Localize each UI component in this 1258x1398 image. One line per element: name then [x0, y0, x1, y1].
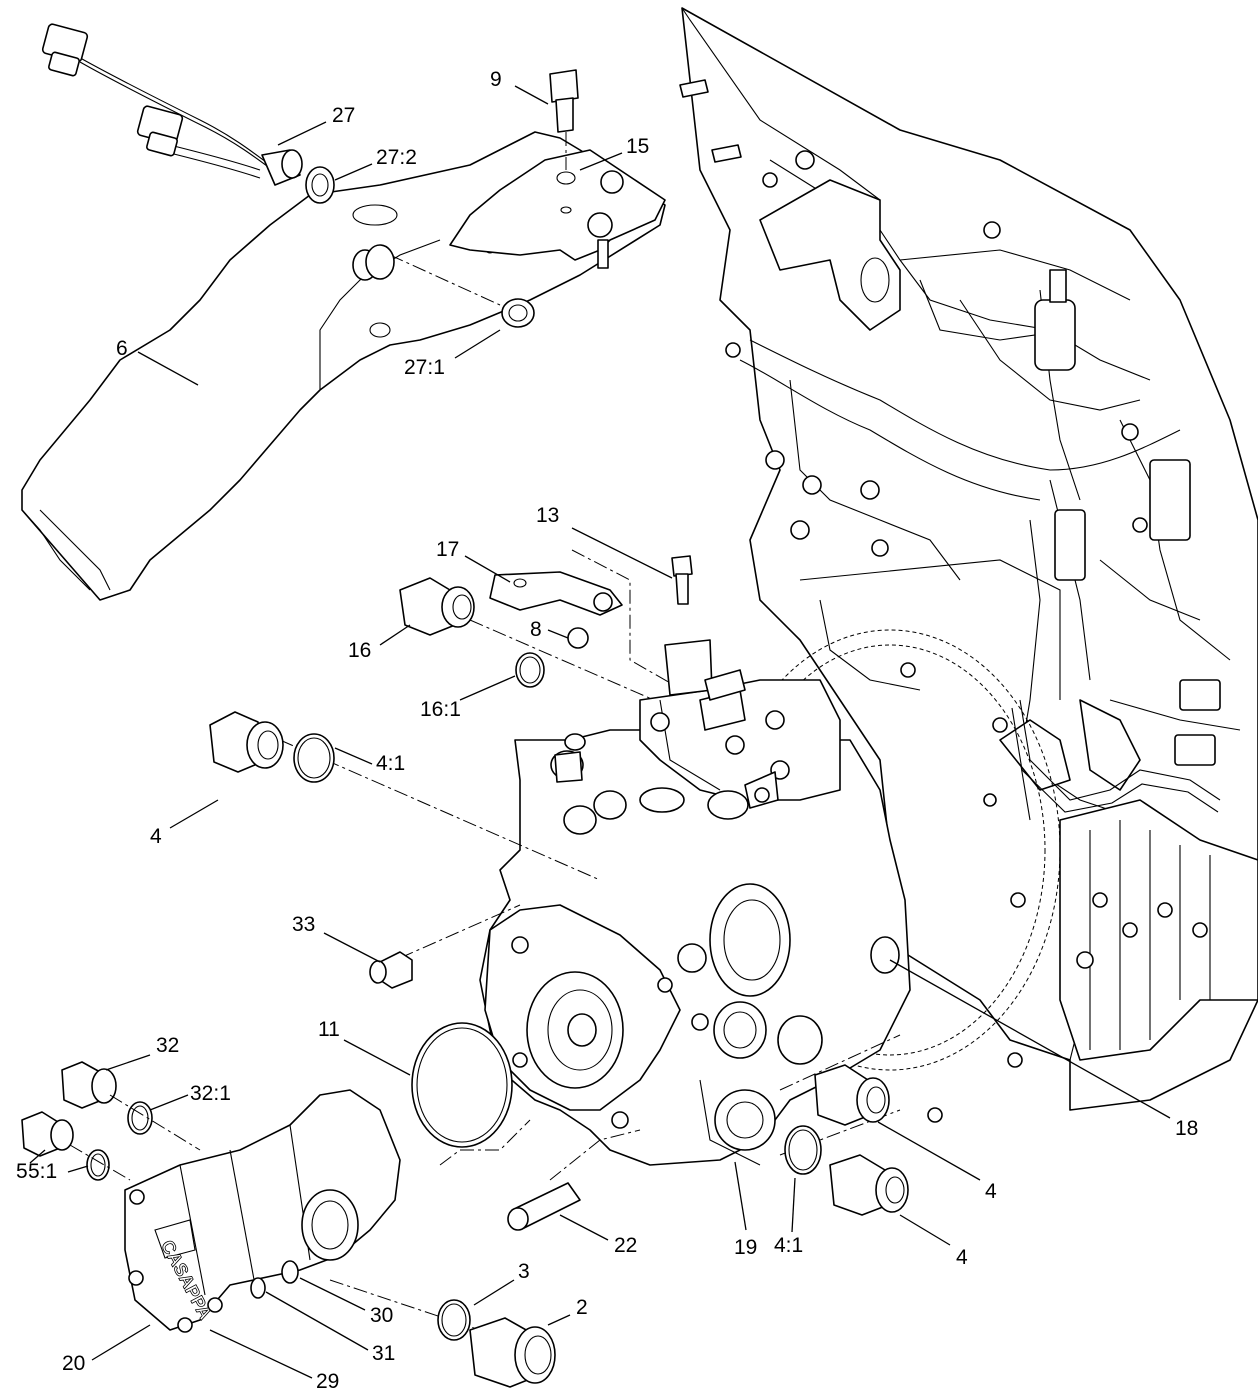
- callout-22: 22: [614, 1234, 637, 1257]
- callout-11: 11: [318, 1018, 340, 1041]
- part-27-wire-harness: [41, 23, 335, 204]
- leader-lines: [29, 85, 1171, 1379]
- callout-5: 5: [16, 1160, 28, 1183]
- callout-18: 18: [1175, 1117, 1198, 1140]
- part-16-1-o-ring: [515, 652, 545, 688]
- callout-16-1: 16:1: [420, 698, 461, 721]
- part-17-bracket: [489, 571, 623, 616]
- callout-4-lower: 4: [956, 1246, 968, 1269]
- callout-19: 19: [734, 1236, 757, 1259]
- part-27-1-nut: [389, 254, 535, 328]
- part-4-1-o-ring-lower: [784, 1125, 822, 1175]
- callout-4-upper: 4: [150, 825, 162, 848]
- part-5-fitting: [21, 1111, 74, 1157]
- part-5-1-o-ring: [86, 1149, 110, 1181]
- axis-line-32: [109, 1094, 201, 1151]
- callout-31: 31: [372, 1342, 395, 1365]
- part-6-bracket: [21, 131, 666, 601]
- part-22-pin: [507, 1182, 581, 1231]
- callout-20: 20: [62, 1352, 85, 1375]
- connector-fitting: [352, 244, 395, 281]
- part-30-washer: [281, 1260, 299, 1284]
- callout-labels: 9 27 15 27:2 6 27:1 13 17 8 16 16:1 4:1 …: [16, 68, 1198, 1393]
- callout-17: 17: [436, 538, 459, 561]
- part-16-fitting: [399, 577, 475, 636]
- part-31-washer: [250, 1277, 266, 1299]
- callout-32-1: 32:1: [190, 1082, 231, 1105]
- callout-27-1: 27:1: [404, 356, 445, 379]
- callout-3: 3: [518, 1260, 530, 1283]
- callout-27-2: 27:2: [376, 146, 417, 169]
- callout-2: 2: [576, 1296, 588, 1319]
- part-9-bolt: [549, 69, 579, 170]
- part-20-gear-pump: CASAPPA: [124, 1089, 401, 1333]
- callout-8: 8: [530, 618, 542, 641]
- callout-4-right: 4: [985, 1180, 997, 1203]
- callout-13: 13: [536, 504, 559, 527]
- part-19-hydraulic-pump: [479, 639, 911, 1166]
- callout-33: 33: [292, 913, 315, 936]
- callout-27: 27: [332, 104, 355, 127]
- callout-15: 15: [626, 135, 649, 158]
- part-4-fitting-right: [814, 1064, 890, 1126]
- callout-4-1-lower: 4:1: [774, 1234, 803, 1257]
- callout-6: 6: [116, 337, 128, 360]
- part-2-fitting: [469, 1317, 556, 1388]
- part-13-bolt: [571, 549, 701, 701]
- engine-assembly: [679, 7, 1258, 1123]
- part-32-fitting: [61, 1061, 117, 1109]
- axis-line-5: [69, 1144, 131, 1181]
- callout-5-1: 5:1: [28, 1160, 57, 1183]
- callout-29: 29: [316, 1370, 339, 1393]
- callout-4-1-upper: 4:1: [376, 752, 405, 775]
- part-11-o-ring: [411, 1022, 513, 1148]
- callout-30: 30: [370, 1304, 393, 1327]
- part-4-fitting-upper: [209, 711, 284, 773]
- callout-16: 16: [348, 639, 371, 662]
- part-3-o-ring: [437, 1299, 471, 1341]
- callout-32: 32: [156, 1034, 179, 1057]
- callout-9: 9: [490, 68, 502, 91]
- part-4-1-o-ring-upper: [293, 733, 335, 783]
- part-4-fitting-lower: [829, 1154, 909, 1216]
- part-33-fitting: [369, 951, 413, 989]
- part-8-nut: [567, 627, 589, 649]
